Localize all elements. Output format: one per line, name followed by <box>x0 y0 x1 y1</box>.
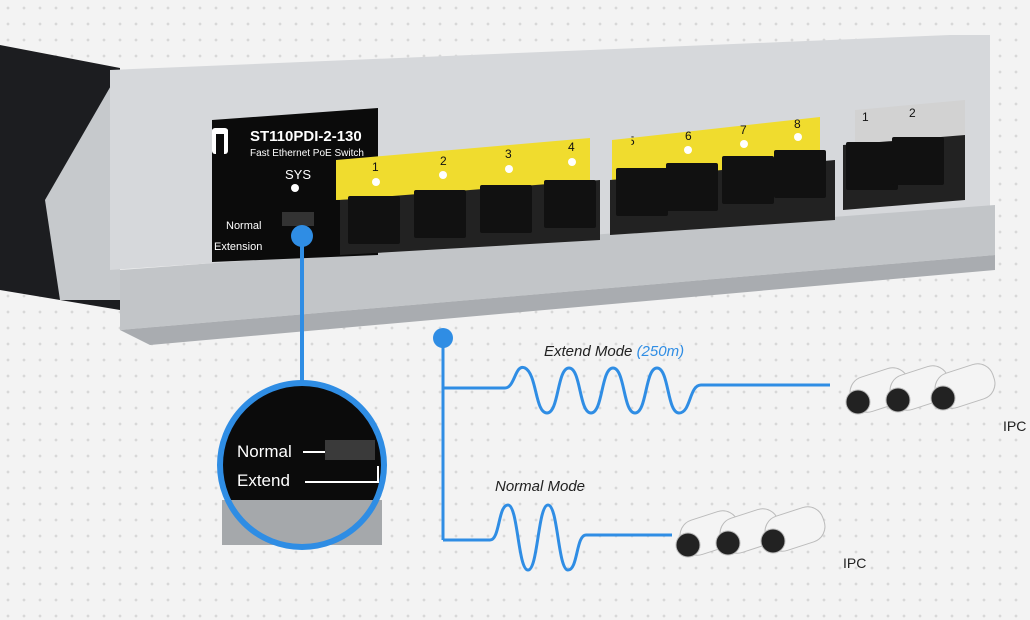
switch-extension-label: Extension <box>214 241 263 253</box>
mode-dip-switch[interactable] <box>282 212 314 226</box>
uplink-label: 1 <box>862 110 869 124</box>
port-6[interactable] <box>666 163 718 211</box>
callout-extend-label: Extend <box>237 471 290 490</box>
port-led <box>740 140 748 148</box>
uplink-port-1[interactable] <box>846 142 898 190</box>
camera-icon <box>760 506 826 554</box>
port-4[interactable] <box>544 180 596 228</box>
port-5[interactable] <box>616 168 668 216</box>
port-1[interactable] <box>348 196 400 244</box>
extend-mode-text: Extend Mode <box>544 343 633 360</box>
normal-mode-label: Normal Mode <box>495 478 586 495</box>
port-label: 1 <box>372 160 379 174</box>
port-8[interactable] <box>774 150 826 198</box>
port-label: 6 <box>685 129 692 143</box>
port-label: 5 <box>628 134 635 148</box>
brand-logo <box>212 128 228 154</box>
port-label: 4 <box>568 140 575 154</box>
port-label: 2 <box>440 154 447 168</box>
port-label: 7 <box>740 123 747 137</box>
extend-mode-label: Extend Mode (250m) <box>544 343 684 360</box>
switch-normal-label: Normal <box>226 220 262 232</box>
port-3[interactable] <box>480 185 532 233</box>
ipc-label-bottom: IPC <box>843 555 867 571</box>
uplink-port-2[interactable] <box>892 137 944 185</box>
port-led <box>505 165 513 173</box>
port-label: 3 <box>505 147 512 161</box>
sys-led <box>291 184 299 192</box>
port-7[interactable] <box>722 156 774 204</box>
device-subtitle: Fast Ethernet PoE Switch <box>250 148 364 159</box>
port-led <box>684 146 692 154</box>
port-2[interactable] <box>414 190 466 238</box>
port-led <box>439 171 447 179</box>
extend-distance: (250m) <box>636 343 685 360</box>
port-label: 8 <box>794 117 801 131</box>
port-led <box>794 133 802 141</box>
sys-label: SYS <box>285 167 312 182</box>
uplink-label: 2 <box>909 106 916 120</box>
port-led <box>568 158 576 166</box>
camera-icon <box>930 363 996 411</box>
ipc-label-top: IPC <box>1003 418 1027 434</box>
model-name: ST110PDI-2-130 <box>250 128 362 145</box>
port-led <box>372 178 380 186</box>
callout-normal-label: Normal <box>237 442 292 461</box>
